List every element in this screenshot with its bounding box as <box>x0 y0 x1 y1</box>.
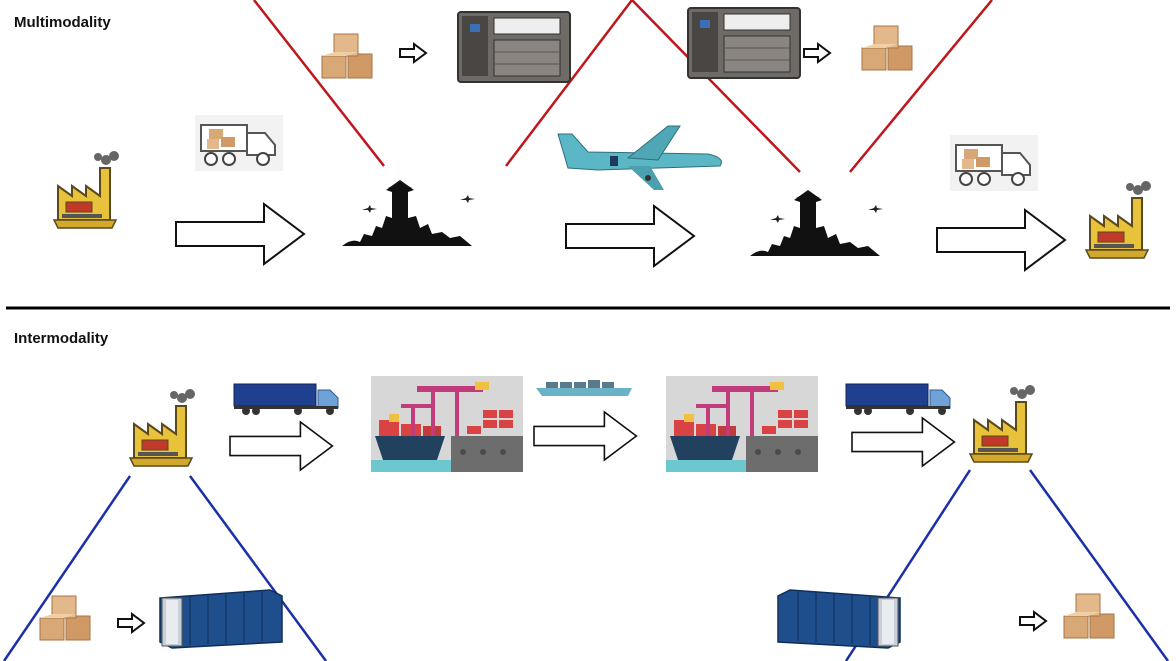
origin-airport-icon <box>342 180 475 246</box>
shipping-container-icon <box>778 590 900 648</box>
origin-port-icon <box>371 376 523 472</box>
destination-factory-icon <box>969 384 1036 463</box>
origin-factory-icon <box>53 150 120 229</box>
shipping-container-icon <box>160 590 282 648</box>
destination-port-icon <box>666 376 818 472</box>
semi-truck-icon <box>233 383 339 416</box>
arrow-icon <box>399 43 427 63</box>
airplane-icon <box>557 125 722 191</box>
arrow-icon <box>1019 611 1047 631</box>
cargo-boxes-icon <box>39 595 91 641</box>
arrow-icon <box>936 209 1066 271</box>
arrow-icon <box>229 421 334 471</box>
arrow-icon <box>117 613 145 633</box>
semi-truck-icon <box>845 383 951 416</box>
arrow-icon <box>851 417 956 467</box>
delivery-truck-icon <box>949 134 1039 192</box>
delivery-truck-icon <box>194 114 284 172</box>
arrow-icon <box>533 411 638 461</box>
intermodality-title: Intermodality <box>14 330 109 347</box>
destination-factory-icon <box>1085 180 1152 259</box>
cargo-boxes-icon <box>321 33 373 79</box>
multimodality-title: Multimodality <box>14 14 111 31</box>
multimodality-connector-lines <box>253 0 993 173</box>
cargo-boxes-icon <box>861 25 913 71</box>
air-cargo-unit-icon <box>457 11 571 83</box>
arrow-icon <box>803 43 831 63</box>
container-ship-icon <box>536 380 632 396</box>
arrow-icon <box>565 205 695 267</box>
cargo-boxes-icon <box>1063 593 1115 639</box>
destination-airport-icon <box>750 190 883 256</box>
arrow-icon <box>175 203 305 265</box>
air-cargo-unit-icon <box>687 7 801 79</box>
origin-factory-icon <box>129 388 196 467</box>
